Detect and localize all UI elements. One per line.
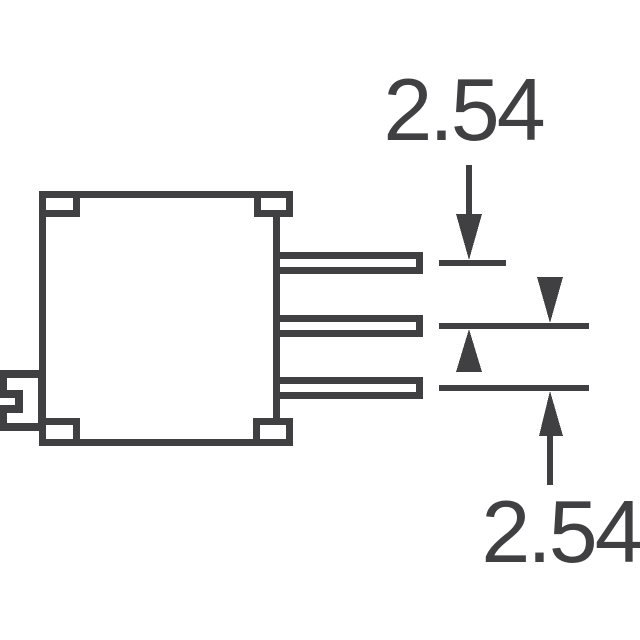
wiper-tab-pocket-bottom [7,413,38,423]
arrow-down-icon [537,277,563,323]
corner-tab-top-right-inner [261,198,286,210]
corner-tab-bottom-left-inner [46,425,73,439]
wiper-slot-opening [0,398,15,405]
arrow-up-icon [539,391,563,436]
arrow-down-icon [456,214,482,260]
pin-2-slot [280,322,416,330]
pin-1-slot [280,259,416,267]
arrow-up-icon [456,329,482,372]
corner-tab-top-left-inner [46,198,73,210]
dimension-label-top: 2.54 [383,60,543,159]
bottom-dimension-arrow-tail [547,432,553,485]
top-dimension-arrow-tail [466,165,472,218]
dimension-label-bottom: 2.54 [481,482,640,581]
dimension-line-pin3 [439,385,589,391]
detail-layer-cutouts [46,198,416,439]
pin-3-slot [280,384,416,392]
corner-tab-bottom-right-inner [260,425,286,439]
wiper-tab-pocket-right [23,390,38,413]
component-body-interior [46,198,273,439]
outline-layer-cutouts [0,198,273,439]
wiper-tab-pocket-top [7,378,38,390]
dimension-line-pin1 [439,260,506,266]
dimension-line-pin2 [439,323,589,329]
